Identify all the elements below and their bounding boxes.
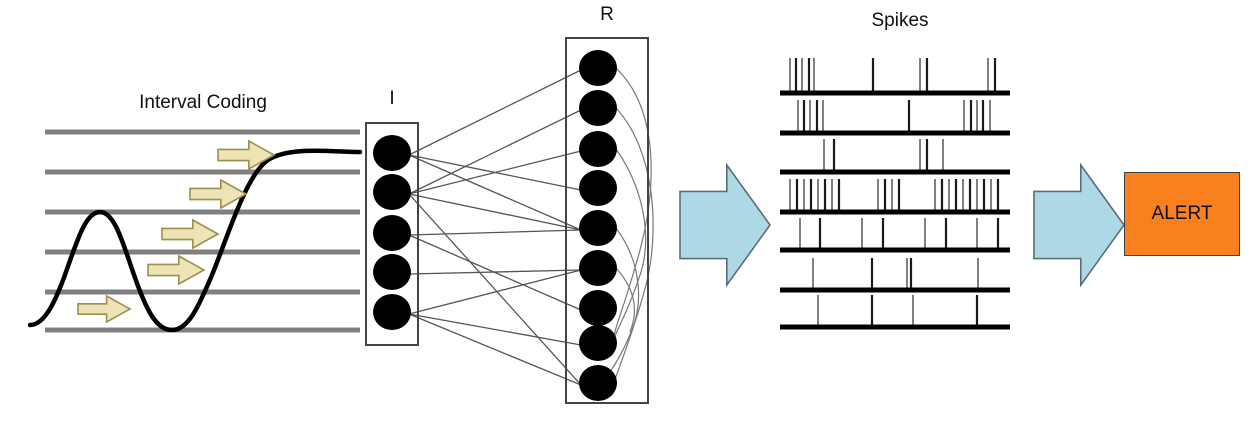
spike-row: [780, 218, 1010, 253]
alert-box-label: ALERT: [1151, 203, 1213, 224]
network-connection: [408, 150, 582, 195]
network-connections: [408, 69, 582, 386]
layer-i-node: [373, 215, 411, 251]
interval-coding-title: Interval Coding: [139, 92, 267, 113]
interval-arrow-icon: [189, 178, 248, 210]
interval-arrow-icon: [161, 218, 220, 250]
alert-box: ALERT: [1124, 172, 1240, 256]
spike-row: [780, 295, 1010, 330]
spike-row: [780, 179, 1010, 215]
flow-arrow-icon: [679, 162, 771, 288]
network-connection: [408, 269, 582, 275]
layer-r-label: R: [600, 4, 614, 25]
network-connection: [408, 69, 582, 156]
flow-arrow-icon: [1033, 162, 1125, 288]
signal-curve: [27, 148, 363, 333]
network-connection: [408, 269, 582, 315]
layer-r-node: [579, 50, 617, 86]
flow-arrows: [679, 162, 1125, 288]
network-connection: [408, 313, 582, 386]
layer-r-nodes: [579, 50, 617, 401]
spike-row: [780, 139, 1010, 175]
interval-arrow-icon: [217, 139, 276, 171]
layer-i-node: [373, 135, 411, 171]
layer-i-label: I: [389, 88, 395, 109]
interval-arrows: [77, 139, 276, 324]
layer-i-box: [365, 122, 419, 346]
layer-r-node: [579, 290, 617, 326]
recurrent-connection: [615, 267, 635, 333]
spike-row: [780, 100, 1010, 136]
spike-row: [780, 258, 1010, 293]
spike-row: [780, 58, 1010, 96]
layer-r-node: [579, 90, 617, 126]
layer-r-node: [579, 170, 617, 206]
network-connection: [408, 313, 582, 346]
layer-i-node: [373, 174, 411, 210]
layer-r-node: [579, 210, 617, 246]
network-connection: [408, 229, 582, 236]
interval-arrow-icon: [77, 294, 132, 324]
layer-i-node: [373, 294, 411, 330]
layer-i-nodes: [373, 135, 411, 330]
layer-r-node: [579, 131, 617, 167]
network-connection: [408, 154, 582, 231]
layer-r-node: [579, 365, 617, 401]
network-connection: [408, 193, 582, 231]
spike-rows: [780, 58, 1010, 330]
layer-r-node: [579, 250, 617, 286]
interval-arrow-icon: [147, 254, 206, 286]
network-connection: [408, 109, 582, 195]
layer-r-node: [579, 325, 617, 361]
spikes-title: Spikes: [871, 10, 929, 31]
recurrent-connection: [611, 67, 652, 343]
layer-i-node: [373, 254, 411, 290]
layer-r-box: [565, 37, 649, 404]
network-connection: [408, 193, 582, 386]
